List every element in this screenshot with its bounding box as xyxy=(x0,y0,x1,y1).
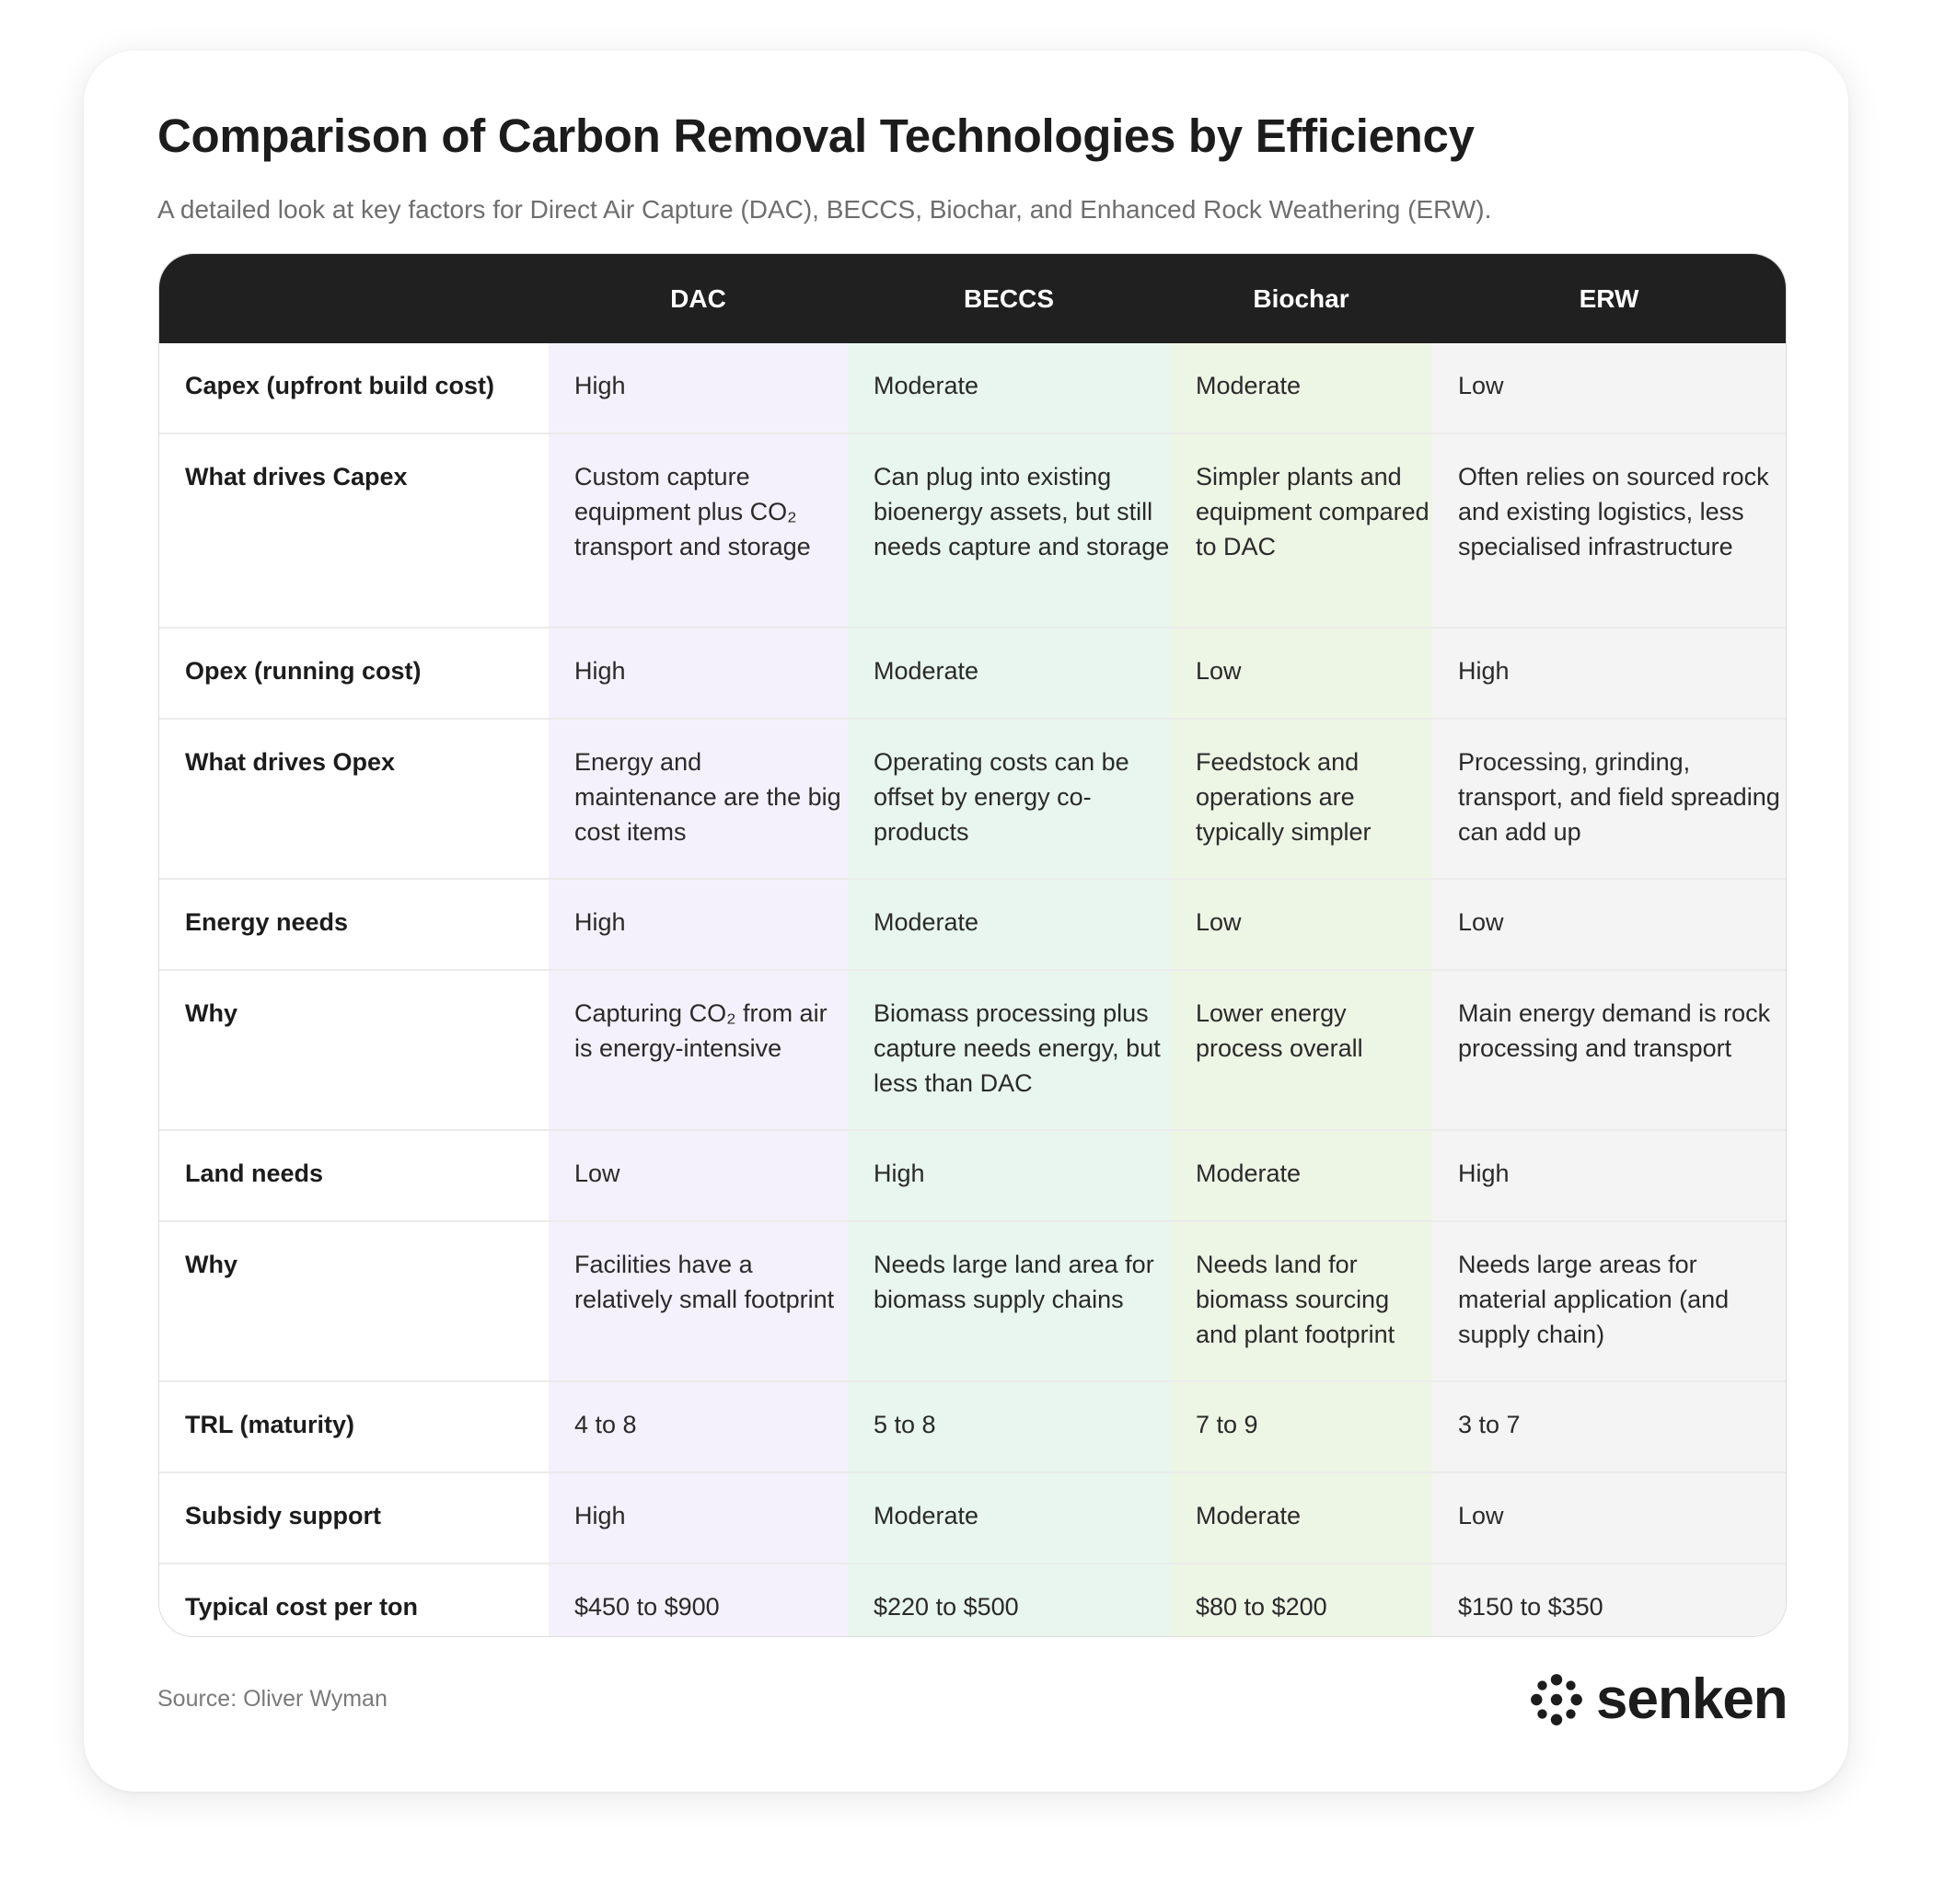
table-row: Land needs Low High Moderate High xyxy=(159,1130,1786,1222)
column-header-empty xyxy=(159,254,549,343)
table-cell-biochar: Moderate xyxy=(1170,1130,1432,1222)
table-cell-biochar: Low xyxy=(1170,879,1432,971)
source-note: Source: Oliver Wyman xyxy=(157,1686,388,1712)
table-cell-erw: Low xyxy=(1432,879,1786,971)
table-cell-dac: Custom capture equipment plus CO₂ transp… xyxy=(549,433,848,629)
table-cell-biochar: Moderate xyxy=(1170,343,1432,434)
table-cell-erw: High xyxy=(1432,628,1786,720)
table-row: Capex (upfront build cost) High Moderate… xyxy=(159,343,1786,434)
table-cell-dac: Energy and maintenance are the big cost … xyxy=(549,719,848,880)
table-cell-beccs: Moderate xyxy=(848,628,1170,720)
table-row: What drives Opex Energy and maintenance … xyxy=(159,719,1786,880)
table-cell-dac: High xyxy=(549,1472,848,1564)
table-cell-erw: 3 to 7 xyxy=(1432,1381,1786,1473)
table-cell-beccs: $220 to $500 xyxy=(848,1564,1170,1636)
table-cell-erw: Often relies on sourced rock and existin… xyxy=(1432,433,1786,629)
table-cell-beccs: Moderate xyxy=(848,879,1170,971)
table-cell-beccs: Moderate xyxy=(848,1472,1170,1564)
table-cell-beccs: Can plug into existing bioenergy assets,… xyxy=(848,433,1170,629)
table-cell-beccs: Operating costs can be offset by energy … xyxy=(848,719,1170,880)
row-label: What drives Capex xyxy=(159,433,549,629)
table-cell-erw: High xyxy=(1432,1130,1786,1222)
table-cell-beccs: 5 to 8 xyxy=(848,1381,1170,1473)
row-label: Why xyxy=(159,1221,549,1382)
comparison-table-container: DAC BECCS Biochar ERW Capex (upfront bui… xyxy=(158,253,1787,1637)
column-header-beccs: BECCS xyxy=(848,254,1170,343)
comparison-table: DAC BECCS Biochar ERW Capex (upfront bui… xyxy=(159,254,1786,1636)
table-cell-erw: Low xyxy=(1432,343,1786,434)
table-row: What drives Capex Custom capture equipme… xyxy=(159,433,1786,629)
table-cell-biochar: $80 to $200 xyxy=(1170,1564,1432,1636)
flower-dots-icon xyxy=(1531,1674,1582,1725)
table-cell-biochar: 7 to 9 xyxy=(1170,1381,1432,1473)
table-row: Energy needs High Moderate Low Low xyxy=(159,879,1786,971)
table-row: Typical cost per ton $450 to $900 $220 t… xyxy=(159,1564,1786,1636)
table-row: TRL (maturity) 4 to 8 5 to 8 7 to 9 3 to… xyxy=(159,1381,1786,1473)
table-cell-dac: High xyxy=(549,628,848,720)
table-cell-biochar: Needs land for biomass sourcing and plan… xyxy=(1170,1221,1432,1382)
table-cell-dac: High xyxy=(549,343,848,434)
row-label: Capex (upfront build cost) xyxy=(159,343,549,434)
row-label: What drives Opex xyxy=(159,719,549,880)
table-cell-dac: 4 to 8 xyxy=(549,1381,848,1473)
table-cell-dac: Low xyxy=(549,1130,848,1222)
column-header-biochar: Biochar xyxy=(1170,254,1432,343)
table-cell-erw: Low xyxy=(1432,1472,1786,1564)
table-cell-biochar: Moderate xyxy=(1170,1472,1432,1564)
table-header-row: DAC BECCS Biochar ERW xyxy=(159,254,1786,343)
row-label: Energy needs xyxy=(159,879,549,971)
table-cell-dac: $450 to $900 xyxy=(549,1564,848,1636)
column-header-erw: ERW xyxy=(1432,254,1786,343)
table-row: Subsidy support High Moderate Moderate L… xyxy=(159,1472,1786,1564)
table-row: Why Facilities have a relatively small f… xyxy=(159,1221,1786,1382)
table-cell-dac: Facilities have a relatively small footp… xyxy=(549,1221,848,1382)
row-label: TRL (maturity) xyxy=(159,1381,549,1473)
page-title: Comparison of Carbon Removal Technologie… xyxy=(157,110,1475,162)
table-cell-biochar: Low xyxy=(1170,628,1432,720)
column-header-dac: DAC xyxy=(549,254,848,343)
row-label: Opex (running cost) xyxy=(159,628,549,720)
table-row: Why Capturing CO₂ from air is energy-int… xyxy=(159,970,1786,1131)
table-row: Opex (running cost) High Moderate Low Hi… xyxy=(159,628,1786,720)
table-cell-biochar: Simpler plants and equipment compared to… xyxy=(1170,433,1432,629)
table-cell-beccs: Biomass processing plus capture needs en… xyxy=(848,970,1170,1131)
table-cell-erw: Processing, grinding, transport, and fie… xyxy=(1432,719,1786,880)
table-cell-erw: Needs large areas for material applicati… xyxy=(1432,1221,1786,1382)
table-cell-biochar: Feedstock and operations are typically s… xyxy=(1170,719,1432,880)
table-cell-beccs: Moderate xyxy=(848,343,1170,434)
row-label: Land needs xyxy=(159,1130,549,1222)
table-cell-erw: Main energy demand is rock processing an… xyxy=(1432,970,1786,1131)
table-cell-beccs: Needs large land area for biomass supply… xyxy=(848,1221,1170,1382)
row-label: Subsidy support xyxy=(159,1472,549,1564)
table-cell-beccs: High xyxy=(848,1130,1170,1222)
table-cell-biochar: Lower energy process overall xyxy=(1170,970,1432,1131)
row-label: Why xyxy=(159,970,549,1131)
table-cell-dac: High xyxy=(549,879,848,971)
brand-name: senken xyxy=(1596,1667,1788,1731)
page-subtitle: A detailed look at key factors for Direc… xyxy=(157,195,1492,224)
table-cell-erw: $150 to $350 xyxy=(1432,1564,1786,1636)
brand-logo: senken xyxy=(1528,1671,1788,1728)
table-cell-dac: Capturing CO₂ from air is energy-intensi… xyxy=(549,970,848,1131)
row-label: Typical cost per ton xyxy=(159,1564,549,1636)
